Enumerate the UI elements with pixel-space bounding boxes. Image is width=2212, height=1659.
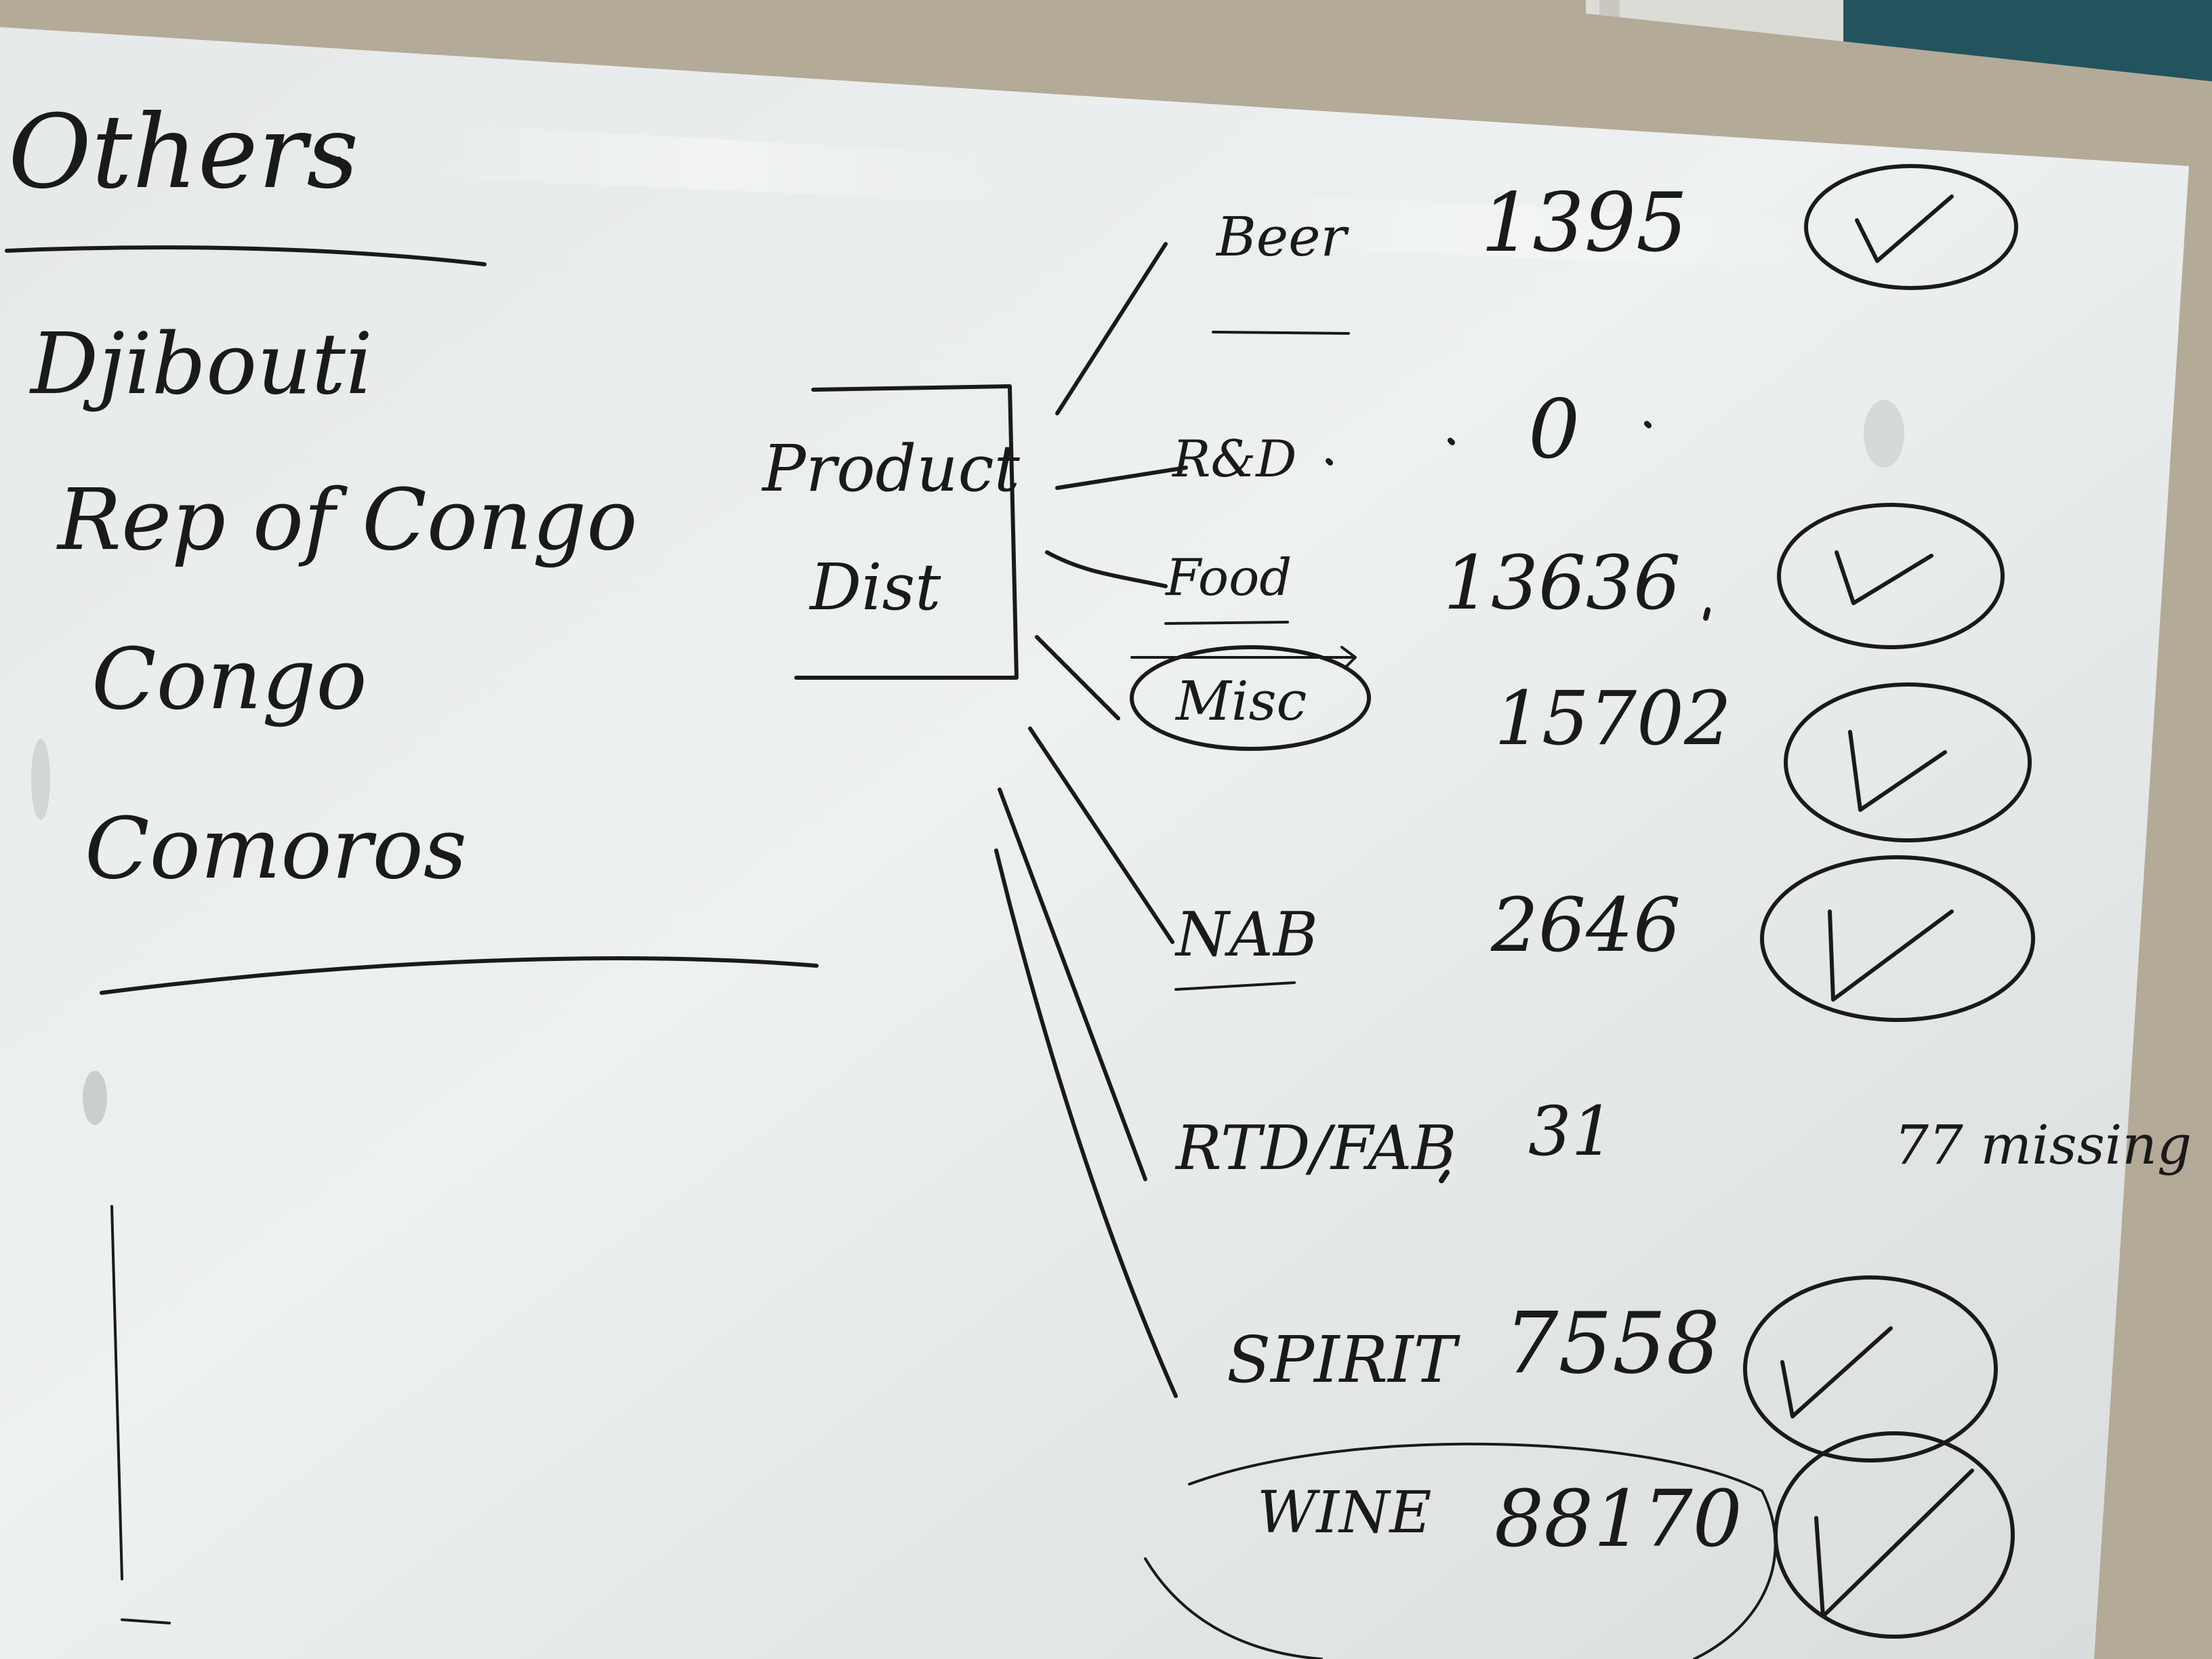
row-wine-value: 88170 (1494, 1474, 1742, 1565)
row-spirit-label: SPIRIT (1227, 1323, 1456, 1397)
row-nab-value: 2646 (1491, 882, 1681, 968)
row-rtd-fab-label: RTD/FAB (1176, 1113, 1457, 1184)
country-djibouti: Djibouti (30, 315, 373, 413)
row-nab-label: NAB (1176, 899, 1318, 970)
check-circle-wine (1774, 1431, 2015, 1639)
row-spirit-value: 7558 (1504, 1294, 1721, 1393)
product-dist-box (794, 384, 1019, 680)
row-beer-label: Beer (1216, 205, 1347, 268)
misc-circle (1130, 645, 1371, 751)
row-rd-value: 0 (1528, 383, 1580, 477)
row-food-value: 13636 (1443, 539, 1681, 626)
list-separator-line (100, 956, 819, 995)
country-rep-of-congo: Rep of Congo (58, 471, 638, 569)
others-heading: Others (8, 94, 359, 211)
country-comoros: Comoros (85, 800, 467, 898)
dist-label: Dist (810, 550, 941, 625)
board-surface (0, 27, 2189, 1659)
country-congo: Congo (91, 630, 367, 729)
check-circle-beer (1804, 164, 2018, 290)
row-rtd-fab-note: 77 missing (1894, 1113, 2192, 1176)
check-circle-misc (1784, 682, 2032, 842)
row-rd-label: R&D (1172, 429, 1297, 489)
row-misc-value: 15702 (1494, 675, 1732, 762)
check-circle-nab (1760, 855, 2035, 1022)
check-circle-food (1777, 503, 2005, 649)
heading-underline (5, 245, 487, 266)
row-rtd-fab-value: 31 (1528, 1092, 1615, 1171)
row-misc-label: Misc (1176, 670, 1307, 733)
row-beer-value: 1395 (1481, 176, 1688, 270)
check-circle-spirit (1743, 1275, 1998, 1462)
row-wine-label: WINE (1257, 1479, 1432, 1547)
row-food-label: Food (1166, 548, 1292, 607)
product-label: Product (762, 432, 1020, 506)
